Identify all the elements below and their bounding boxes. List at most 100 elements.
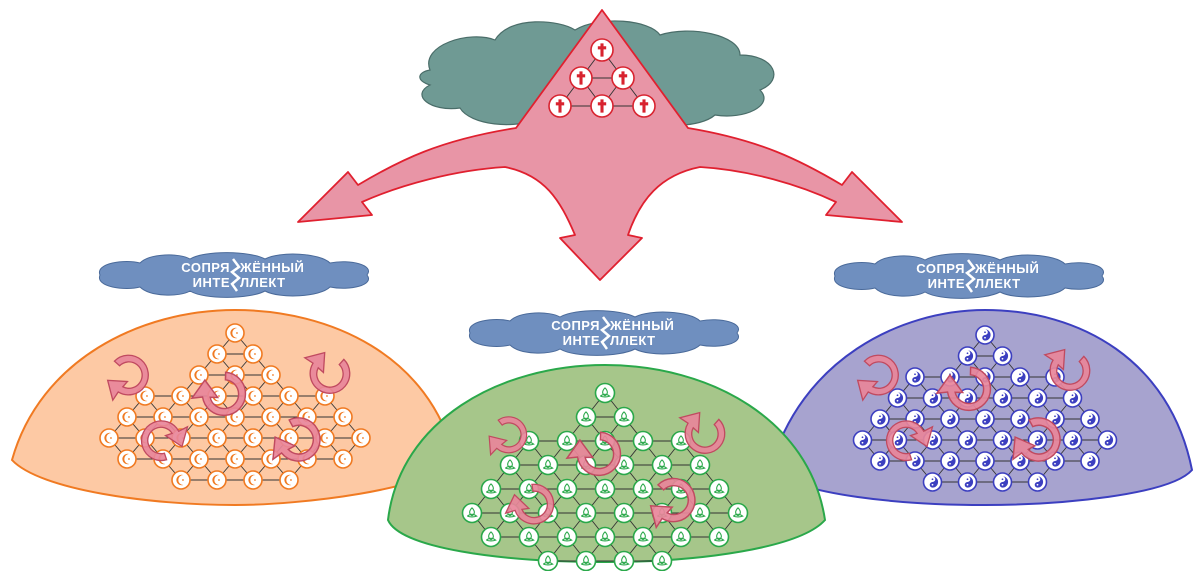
network-node <box>1080 451 1100 471</box>
network-node <box>499 454 521 476</box>
network-node <box>99 428 119 448</box>
network-node <box>537 454 559 476</box>
network-node <box>975 325 995 345</box>
network-node <box>992 430 1013 450</box>
network-node <box>651 454 673 476</box>
label-line1-part2: ЖЁННЫЙ <box>974 261 1039 276</box>
circular-arrow-icon <box>1012 417 1061 462</box>
network-node <box>992 472 1013 492</box>
circular-arrow-icon <box>303 351 351 394</box>
top-network <box>548 38 656 118</box>
network-node <box>870 451 890 471</box>
network-node <box>480 526 502 548</box>
network-node <box>632 478 654 500</box>
network-node <box>957 472 978 492</box>
network-node <box>575 550 597 571</box>
label-line1-part1: СОПРЯ <box>916 261 965 276</box>
network-node <box>556 526 578 548</box>
network-node <box>207 470 227 490</box>
network-node <box>590 38 614 62</box>
circular-arrow-icon <box>649 477 696 530</box>
network-node <box>992 388 1013 408</box>
network-node <box>613 550 635 571</box>
label-line1-part1: СОПРЯ <box>181 260 230 275</box>
label-cloud-center: СОПРЯ ЖЁННЫЙ ИНТЕ ЛЛЕКТ <box>469 310 740 356</box>
network-node <box>461 502 483 524</box>
network-node <box>261 407 281 427</box>
network-node <box>575 406 597 428</box>
green-network <box>461 382 749 571</box>
network-node <box>333 449 353 469</box>
network-node <box>594 478 616 500</box>
network-node <box>922 472 943 492</box>
circular-arrow-icon <box>140 420 189 462</box>
circular-arrow-icon <box>856 354 899 402</box>
label-line1-part2: ЖЁННЫЙ <box>239 260 304 275</box>
network-node <box>957 346 978 366</box>
network-node <box>632 94 656 118</box>
label-cloud-left: СОПРЯ ЖЁННЫЙ ИНТЕ ЛЛЕКТ <box>99 252 370 298</box>
label-line2-part1: ИНТЕ <box>193 275 230 290</box>
network-node <box>243 344 263 364</box>
network-node <box>243 428 263 448</box>
network-node <box>651 550 673 571</box>
label-line2-part1: ИНТЕ <box>563 333 600 348</box>
network-node <box>594 526 616 548</box>
network-node <box>708 478 730 500</box>
network-node <box>171 386 191 406</box>
circular-arrow-icon <box>565 431 622 477</box>
network-node <box>556 430 578 452</box>
network-node <box>940 409 960 429</box>
network-node <box>279 470 299 490</box>
network-node <box>975 409 995 429</box>
network-node <box>189 449 209 469</box>
network-node <box>1062 430 1083 450</box>
network-node <box>117 449 137 469</box>
circular-arrow-icon <box>488 416 528 457</box>
label-line2-part2: ЛЛЕКТ <box>975 276 1021 291</box>
network-node <box>1010 409 1030 429</box>
circular-arrow-icon <box>272 417 321 462</box>
network-node <box>1062 388 1083 408</box>
network-node <box>670 526 692 548</box>
network-node <box>957 430 978 450</box>
network-node <box>243 386 263 406</box>
network-node <box>189 365 209 385</box>
network-node <box>887 388 908 408</box>
network-node <box>689 454 711 476</box>
spiral-arrows <box>106 348 1091 530</box>
network-node <box>594 382 616 404</box>
circular-arrow-icon <box>885 420 934 462</box>
network-node <box>117 407 137 427</box>
circular-arrow-icon <box>678 411 726 454</box>
network-node <box>632 430 654 452</box>
network-node <box>852 430 873 450</box>
network-node <box>613 502 635 524</box>
network-node <box>727 502 749 524</box>
label-line1-part1: СОПРЯ <box>551 318 600 333</box>
network-node <box>243 470 263 490</box>
network-node <box>708 526 730 548</box>
circular-arrow-icon <box>935 366 992 412</box>
network-node <box>870 409 890 429</box>
network-node <box>1080 409 1100 429</box>
label-line1-part2: ЖЁННЫЙ <box>609 318 674 333</box>
network-node <box>569 66 593 90</box>
circular-arrow-icon <box>106 354 149 402</box>
network-node <box>556 478 578 500</box>
label-line2-part2: ЛЛЕКТ <box>610 333 656 348</box>
network-node <box>189 407 209 427</box>
network-node <box>225 323 245 343</box>
network-node <box>575 502 597 524</box>
network-node <box>611 66 635 90</box>
network-node <box>548 94 572 118</box>
network-node <box>1097 430 1118 450</box>
network-node <box>279 386 299 406</box>
network-node <box>537 550 559 571</box>
network-node <box>992 346 1013 366</box>
network-node <box>518 526 540 548</box>
network-node <box>632 526 654 548</box>
network-node <box>975 451 995 471</box>
circular-arrow-icon <box>1043 348 1091 391</box>
